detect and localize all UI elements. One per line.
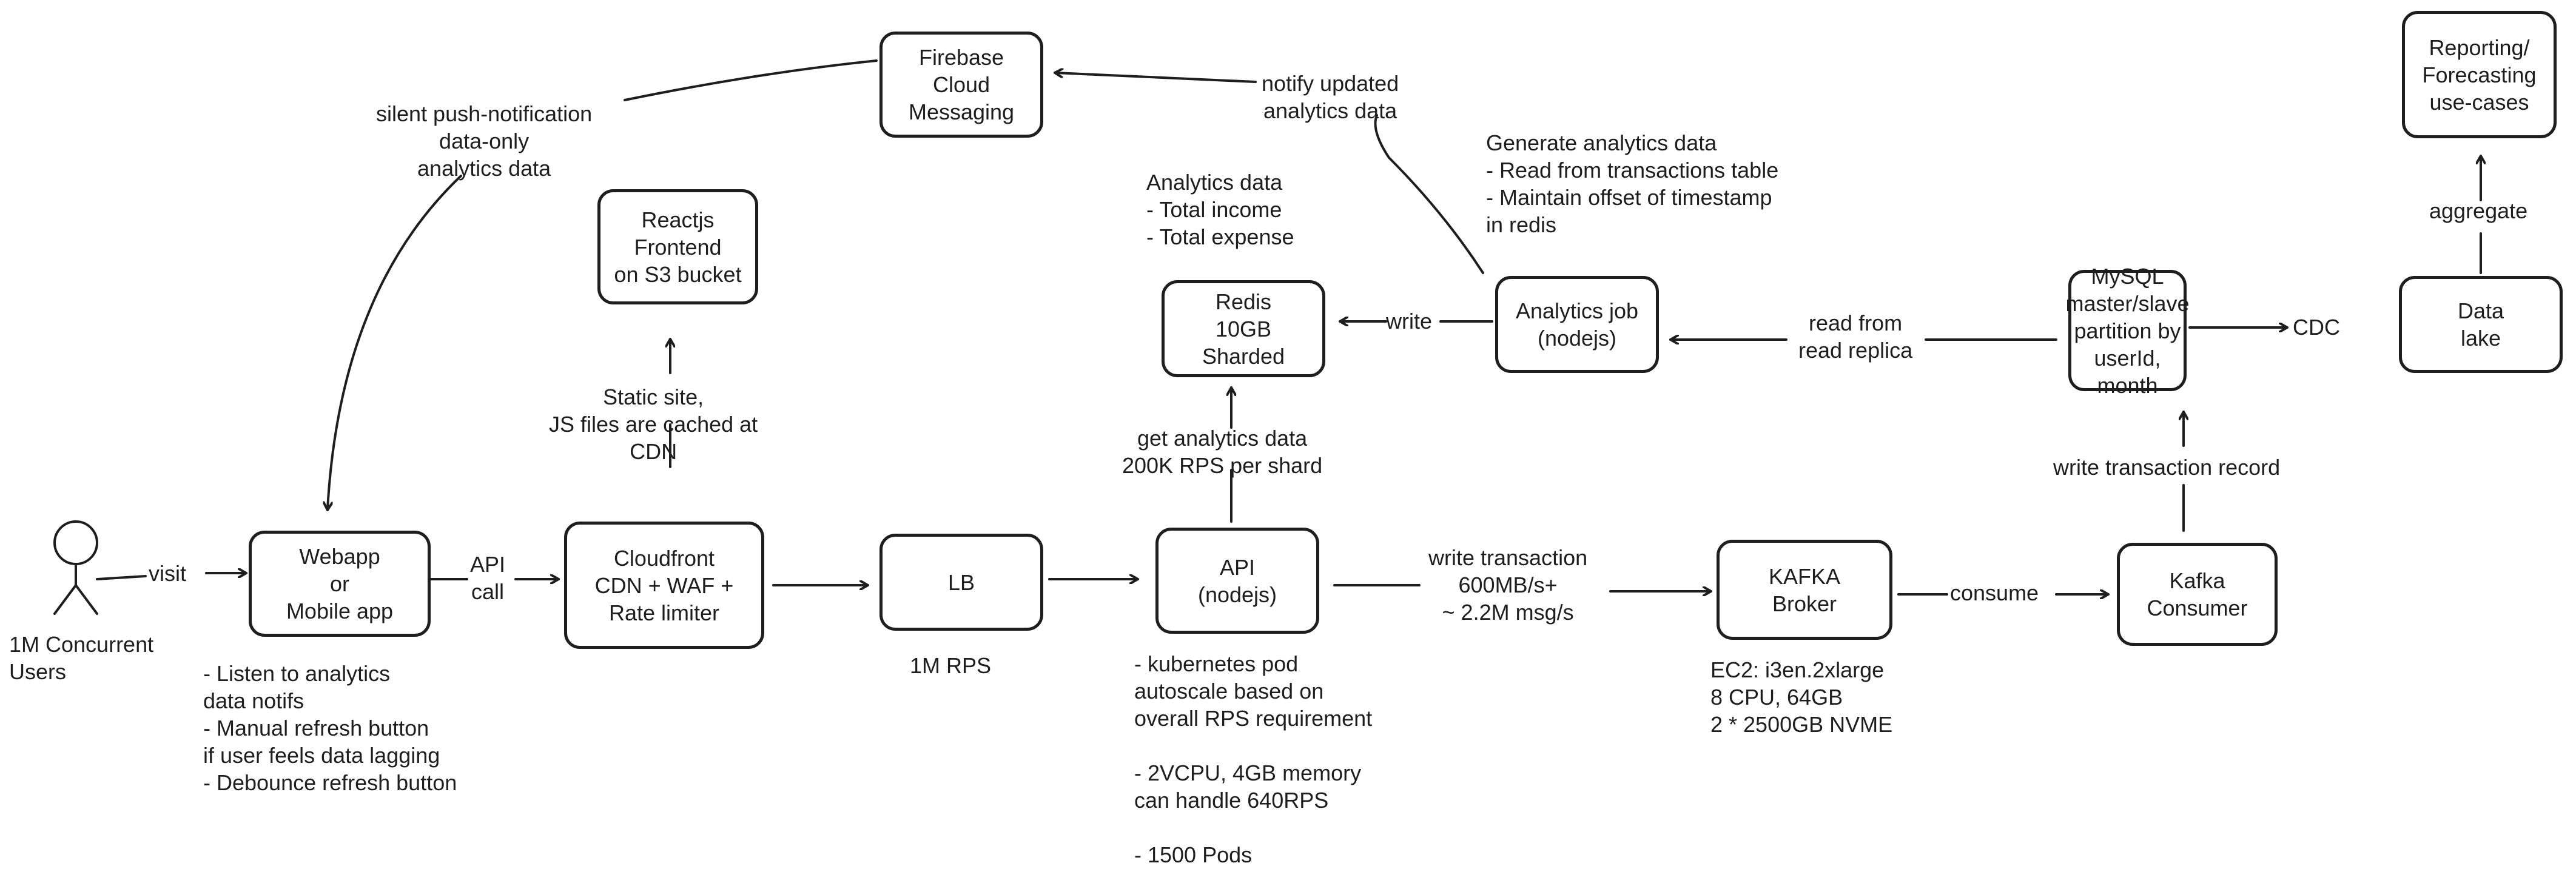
api-node: API (nodejs) <box>1155 528 1319 634</box>
firebase-node: Firebase Cloud Messaging <box>879 32 1043 138</box>
webapp-notes: - Listen to analytics data notifs - Manu… <box>203 661 457 795</box>
static-site-label: Static site, JS files are cached at CDN <box>549 384 758 464</box>
webapp-label: Webapp or Mobile app <box>286 544 394 623</box>
kafka-broker-label: KAFKA Broker <box>1768 563 1841 616</box>
consume-label: consume <box>1950 580 2039 605</box>
mysql-node: MySQL master/slave partition by userId, … <box>2065 264 2189 398</box>
redis-node: Redis 10GB Sharded <box>1162 280 1325 377</box>
edge-notify-arrow <box>1055 73 1257 83</box>
reporting-label: Reporting/ Forecasting use-cases <box>2422 35 2537 115</box>
reactjs-node: Reactjs Frontend on S3 bucket <box>597 189 758 304</box>
analytics-job-node: Analytics job (nodejs) <box>1495 276 1659 373</box>
lb-rps-note: 1M RPS <box>910 653 992 678</box>
kafka-consumer-label: Kafka Consumer <box>2147 568 2248 620</box>
redis-label: Redis 10GB Sharded <box>1202 289 1285 369</box>
webapp-node: Webapp or Mobile app <box>249 531 431 637</box>
write-transaction-record-label: write transaction record <box>2053 455 2281 480</box>
kafka-notes: EC2: i3en.2xlarge 8 CPU, 64GB 2 * 2500GB… <box>1710 657 1893 737</box>
cloudfront-label: Cloudfront CDN + WAF + Rate limiter <box>594 545 734 625</box>
read-from-replica-label: read from read replica <box>1798 311 1913 363</box>
user-icon <box>53 520 98 615</box>
analytics-notes: Generate analytics data - Read from tran… <box>1486 130 1779 237</box>
edge-push-top <box>624 59 878 101</box>
user-caption: 1M Concurrent Users <box>9 632 154 684</box>
cdc-label: CDC <box>2293 315 2340 340</box>
mysql-label: MySQL master/slave partition by userId, … <box>2065 263 2190 398</box>
api-label: API (nodejs) <box>1197 554 1277 607</box>
kafka-broker-node: KAFKA Broker <box>1717 540 1892 640</box>
lb-node: LB <box>879 534 1043 631</box>
write-transaction-label: write transaction 600MB/s+ ~ 2.2M msg/s <box>1428 545 1588 625</box>
edge-push-bottom <box>328 175 462 509</box>
analytics-job-label: Analytics job (nodejs) <box>1515 298 1639 351</box>
api-call-label: API call <box>470 552 506 604</box>
silent-push-label: silent push-notification data-only analy… <box>376 101 593 181</box>
kafka-consumer-node: Kafka Consumer <box>2117 543 2278 646</box>
api-notes: - kubernetes pod autoscale based on over… <box>1134 651 1373 867</box>
aggregate-label: aggregate <box>2429 198 2528 223</box>
get-analytics-label: get analytics data 200K RPS per shard <box>1122 426 1323 478</box>
reporting-node: Reporting/ Forecasting use-cases <box>2402 11 2557 138</box>
lb-label: LB <box>947 569 975 595</box>
data-lake-label: Data lake <box>2457 298 2504 351</box>
edge-visit-line <box>96 575 147 580</box>
cloudfront-node: Cloudfront CDN + WAF + Rate limiter <box>564 522 764 649</box>
edge-notify-curve <box>1374 114 1484 274</box>
redis-notes: Analytics data - Total income - Total ex… <box>1146 170 1294 249</box>
firebase-label: Firebase Cloud Messaging <box>908 45 1015 124</box>
notify-label: notify updated analytics data <box>1262 71 1399 123</box>
write-label: write <box>1386 309 1433 334</box>
reactjs-label: Reactjs Frontend on S3 bucket <box>614 207 742 287</box>
visit-label: visit <box>149 561 186 586</box>
data-lake-node: Data lake <box>2399 276 2563 373</box>
